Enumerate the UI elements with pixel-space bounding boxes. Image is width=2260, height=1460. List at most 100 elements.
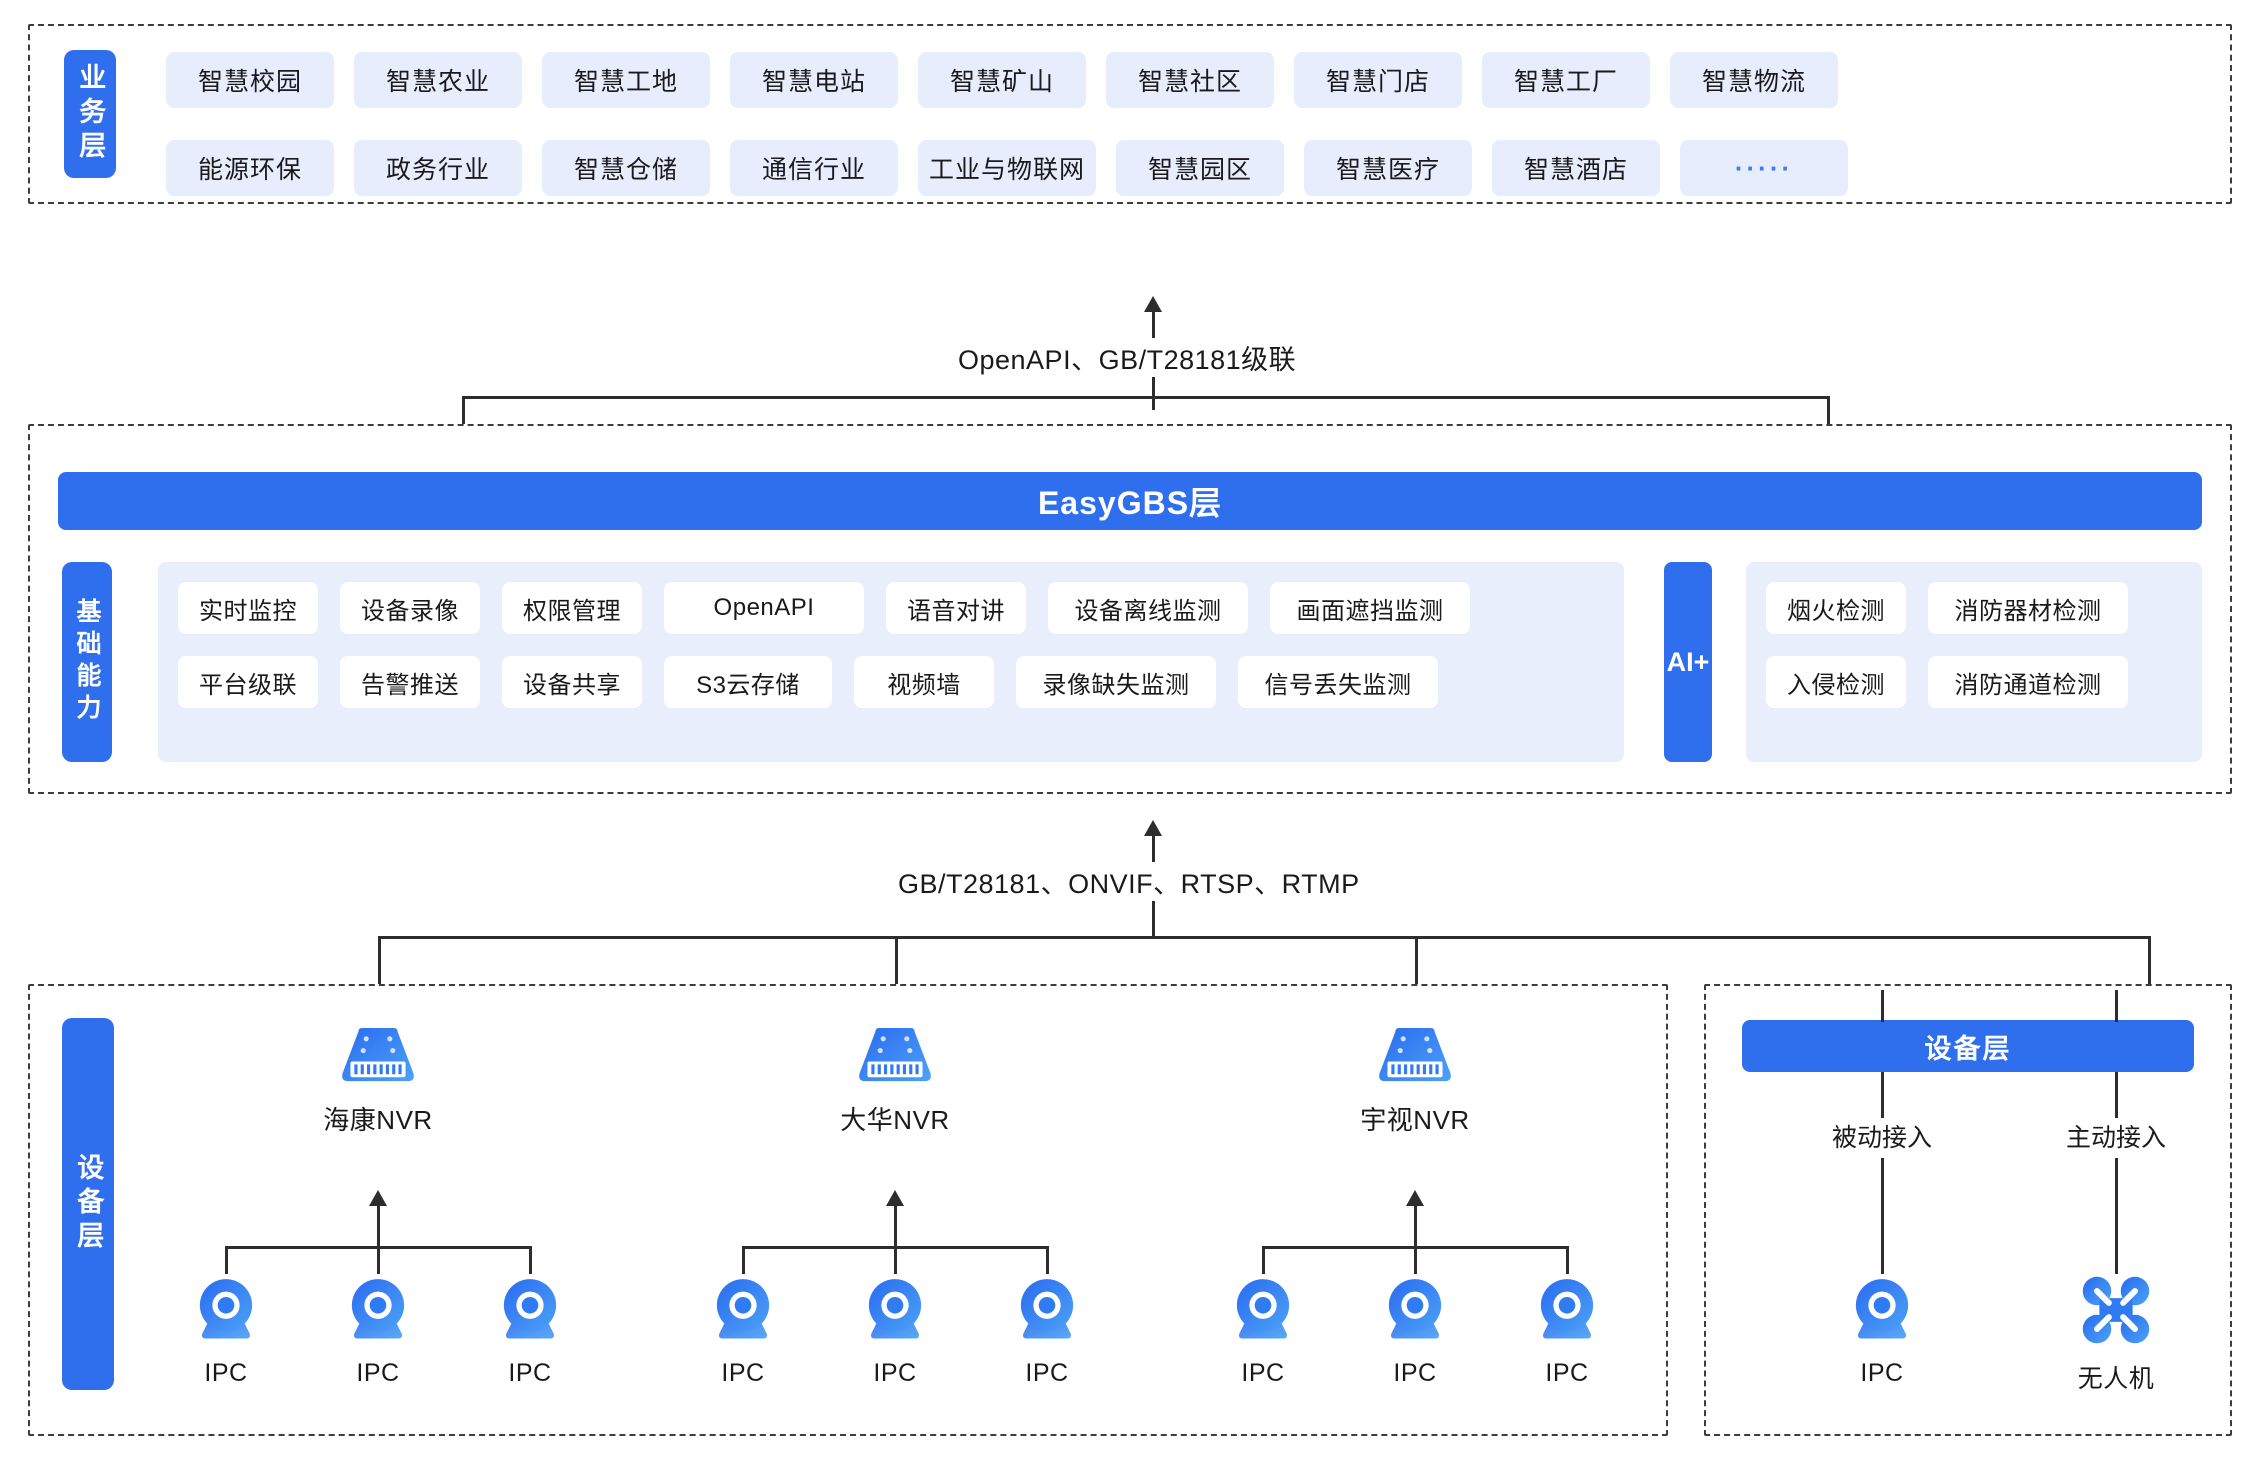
nvr-uplink-vline — [1414, 1206, 1417, 1248]
easygbs-title-bar: EasyGBS层 — [58, 472, 2202, 530]
camera-drop-vline — [1414, 1246, 1417, 1274]
capability-chip[interactable]: 设备录像 — [340, 582, 480, 634]
camera-drop-vline — [894, 1246, 897, 1274]
nvr-device[interactable]: 宇视NVR — [1345, 1026, 1485, 1137]
capability-chip[interactable]: 消防通道检测 — [1928, 656, 2128, 708]
branch-bottom-vline — [2115, 1158, 2118, 1274]
top-connector-label: OpenAPI、GB/T28181级联 — [948, 338, 1307, 377]
business-chip[interactable]: 智慧工地 — [542, 52, 710, 108]
camera-icon — [1020, 1279, 1074, 1339]
nvr-label: 海康NVR — [323, 1105, 433, 1135]
capability-chip[interactable]: 烟火检测 — [1766, 582, 1906, 634]
ipc-device[interactable]: IPC — [688, 1272, 798, 1388]
business-layer-tab-label: 业务层 — [75, 63, 106, 165]
capability-chip[interactable]: 入侵检测 — [1766, 656, 1906, 708]
business-chip[interactable]: 智慧农业 — [354, 52, 522, 108]
capability-chip[interactable]: 设备共享 — [502, 656, 642, 708]
access-mode-label: 主动接入 — [2041, 1118, 2191, 1154]
camera-drop-vline — [1262, 1246, 1265, 1274]
camera-drop-vline — [529, 1246, 532, 1274]
business-chip[interactable]: 智慧校园 — [166, 52, 334, 108]
nvr-icon — [342, 1027, 414, 1082]
capability-chip[interactable]: OpenAPI — [664, 582, 864, 634]
business-layer-tab: 业务层 — [64, 50, 116, 178]
drone-device[interactable]: 无人机 — [2056, 1272, 2176, 1395]
device-tree-drop-1 — [378, 936, 381, 1028]
branch-mid-vline — [2115, 1072, 2118, 1134]
capability-chip[interactable]: 权限管理 — [502, 582, 642, 634]
business-chip[interactable]: 政务行业 — [354, 140, 522, 196]
nvr-device[interactable]: 海康NVR — [308, 1026, 448, 1137]
capability-chip[interactable]: 设备离线监测 — [1048, 582, 1248, 634]
business-chip[interactable]: 智慧工厂 — [1482, 52, 1650, 108]
ipc-label: IPC — [356, 1359, 400, 1387]
ipc-device[interactable]: IPC — [475, 1272, 585, 1388]
business-chip[interactable]: 智慧电站 — [730, 52, 898, 108]
capability-chip[interactable]: 消防器材检测 — [1928, 582, 2128, 634]
camera-drop-vline — [225, 1246, 228, 1274]
ipc-device[interactable]: IPC — [323, 1272, 433, 1388]
ipc-device[interactable]: IPC — [1208, 1272, 1318, 1388]
nvr-device[interactable]: 大华NVR — [825, 1026, 965, 1137]
capability-chip[interactable]: 平台级联 — [178, 656, 318, 708]
capability-chip[interactable]: 告警推送 — [340, 656, 480, 708]
basic-capability-tab-label: 基础能力 — [73, 598, 101, 726]
nvr-uplink-arrow-icon — [369, 1190, 387, 1206]
branch-bottom-vline — [1881, 1158, 1884, 1274]
capability-chip[interactable]: 信号丢失监测 — [1238, 656, 1438, 708]
business-chip[interactable]: 能源环保 — [166, 140, 334, 196]
capability-chip[interactable]: 画面遮挡监测 — [1270, 582, 1470, 634]
business-chip[interactable]: 智慧仓储 — [542, 140, 710, 196]
ipc-label: IPC — [1393, 1359, 1437, 1387]
business-chip[interactable]: 智慧园区 — [1116, 140, 1284, 196]
device-layer-tab-label: 设备层 — [73, 1153, 104, 1255]
camera-icon — [716, 1279, 770, 1339]
business-chip[interactable]: ····· — [1680, 140, 1848, 196]
nvr-uplink-arrow-icon — [886, 1190, 904, 1206]
business-chip[interactable]: 智慧社区 — [1106, 52, 1274, 108]
ipc-label: IPC — [1545, 1359, 1589, 1387]
device-label: IPC — [1860, 1359, 1904, 1387]
bottom-connector-label: GB/T28181、ONVIF、RTSP、RTMP — [888, 862, 1370, 901]
capability-chip[interactable]: 语音对讲 — [886, 582, 1026, 634]
business-chip[interactable]: 智慧物流 — [1670, 52, 1838, 108]
ai-plus-label: AI+ — [1666, 646, 1710, 677]
ipc-label: IPC — [508, 1359, 552, 1387]
ipc-device[interactable]: IPC — [992, 1272, 1102, 1388]
nvr-label: 大华NVR — [840, 1105, 950, 1135]
ipc-device[interactable]: IPC — [1822, 1272, 1942, 1388]
business-chip[interactable]: 智慧矿山 — [918, 52, 1086, 108]
camera-icon — [503, 1279, 557, 1339]
branch-top-vline — [1881, 990, 1884, 1022]
capability-chip[interactable]: S3云存储 — [664, 656, 832, 708]
business-chip[interactable]: 工业与物联网 — [918, 140, 1096, 196]
bottom-connector-arrow-icon — [1144, 820, 1162, 836]
ipc-device[interactable]: IPC — [171, 1272, 281, 1388]
camera-drop-vline — [377, 1246, 380, 1274]
nvr-uplink-vline — [377, 1206, 380, 1248]
camera-icon — [1388, 1279, 1442, 1339]
device-label: 无人机 — [2077, 1365, 2155, 1393]
business-chip[interactable]: 智慧医疗 — [1304, 140, 1472, 196]
device-layer-bar: 设备层 — [1742, 1020, 2194, 1072]
branch-top-vline — [2115, 990, 2118, 1022]
business-chip[interactable]: 智慧门店 — [1294, 52, 1462, 108]
camera-drop-vline — [742, 1246, 745, 1274]
device-layer-bar-label: 设备层 — [1924, 1033, 2012, 1064]
capability-chip[interactable]: 实时监控 — [178, 582, 318, 634]
ipc-label: IPC — [721, 1359, 765, 1387]
branch-mid-vline — [1881, 1072, 1884, 1134]
ipc-label: IPC — [1241, 1359, 1285, 1387]
device-tree-drop-3 — [1415, 936, 1418, 1028]
capability-chip[interactable]: 录像缺失监测 — [1016, 656, 1216, 708]
camera-icon — [1855, 1279, 1909, 1339]
ipc-device[interactable]: IPC — [1360, 1272, 1470, 1388]
ipc-device[interactable]: IPC — [1512, 1272, 1622, 1388]
business-chip[interactable]: 通信行业 — [730, 140, 898, 196]
camera-icon — [199, 1279, 253, 1339]
camera-drop-vline — [1046, 1246, 1049, 1274]
capability-chip[interactable]: 视频墙 — [854, 656, 994, 708]
ipc-device[interactable]: IPC — [840, 1272, 950, 1388]
business-chip[interactable]: 智慧酒店 — [1492, 140, 1660, 196]
